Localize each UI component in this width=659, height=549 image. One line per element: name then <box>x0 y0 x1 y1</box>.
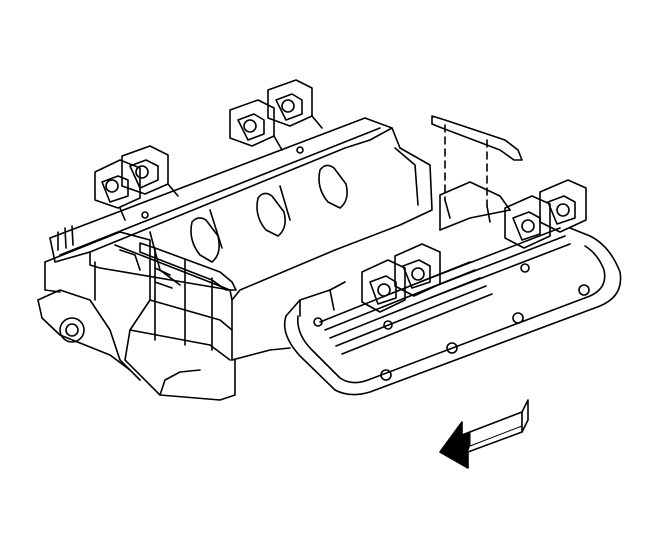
rear-bracket <box>139 242 237 351</box>
cylinder-head-rear <box>49 79 433 361</box>
engine-block <box>37 231 291 401</box>
front-bracket <box>431 115 523 223</box>
direction-arrow-shade <box>440 422 470 468</box>
valve-cover-front <box>283 179 622 396</box>
